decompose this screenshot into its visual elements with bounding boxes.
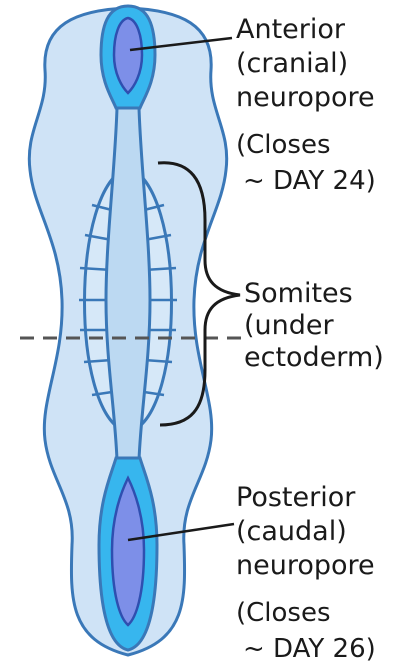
posterior-closes-label: (Closes ~ DAY 26) (236, 598, 376, 664)
posterior-label: Posterior (caudal) neuropore (236, 482, 375, 581)
somites-label-line1: Somites (244, 278, 353, 309)
neural-tube (106, 108, 150, 460)
anterior-closes-label: (Closes ~ DAY 24) (236, 130, 376, 196)
anterior-label: Anterior (cranial) neuropore (236, 14, 375, 113)
posterior-closes-line1: (Closes (236, 598, 331, 628)
somites-label-line2: (under (244, 310, 335, 341)
anterior-closes-line2: ~ DAY 24) (243, 166, 376, 196)
posterior-label-line1: Posterior (236, 482, 356, 513)
anterior-label-line3: neuropore (236, 82, 375, 113)
anterior-label-line2: (cranial) (236, 48, 348, 79)
posterior-label-line2: (caudal) (236, 516, 347, 547)
anterior-label-line1: Anterior (236, 14, 346, 45)
somites-label-line3: ectoderm) (244, 342, 384, 373)
posterior-label-line3: neuropore (236, 550, 375, 581)
posterior-closes-line2: ~ DAY 26) (243, 634, 376, 664)
anterior-closes-line1: (Closes (236, 130, 331, 160)
somites-label: Somites (under ectoderm) (244, 278, 384, 373)
